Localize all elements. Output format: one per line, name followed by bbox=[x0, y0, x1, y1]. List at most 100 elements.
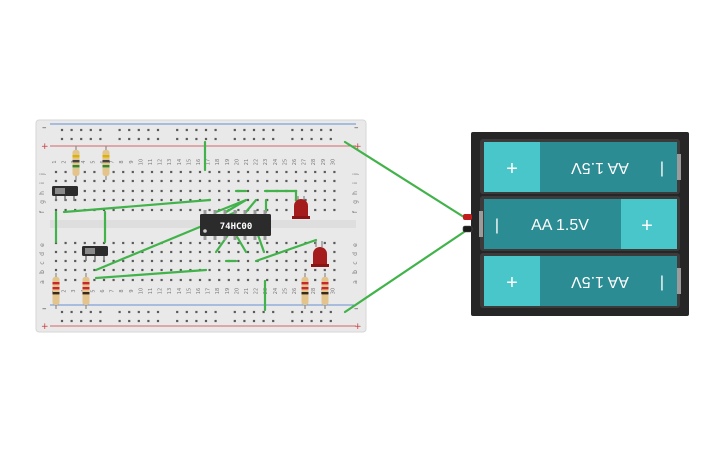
breadboard-hole[interactable] bbox=[208, 208, 211, 212]
breadboard-hole[interactable] bbox=[214, 319, 217, 323]
breadboard-hole[interactable] bbox=[333, 259, 336, 263]
breadboard-hole[interactable] bbox=[176, 128, 179, 132]
breadboard-hole[interactable] bbox=[112, 268, 115, 272]
breadboard-hole[interactable] bbox=[237, 278, 240, 282]
breadboard-hole[interactable] bbox=[170, 189, 173, 193]
breadboard-hole[interactable] bbox=[291, 137, 294, 141]
breadboard-hole[interactable] bbox=[170, 208, 173, 212]
breadboard-hole[interactable] bbox=[141, 268, 144, 272]
breadboard-hole[interactable] bbox=[314, 278, 317, 282]
led-icon[interactable] bbox=[311, 241, 329, 267]
breadboard-hole[interactable] bbox=[218, 259, 221, 263]
breadboard-hole[interactable] bbox=[74, 278, 77, 282]
breadboard-hole[interactable] bbox=[122, 250, 125, 254]
breadboard-hole[interactable] bbox=[131, 268, 134, 272]
breadboard-hole[interactable] bbox=[64, 250, 67, 254]
breadboard-hole[interactable] bbox=[60, 128, 64, 132]
breadboard-hole[interactable] bbox=[214, 137, 217, 141]
breadboard-hole[interactable] bbox=[131, 241, 134, 245]
wire[interactable] bbox=[256, 233, 266, 254]
breadboard-hole[interactable] bbox=[160, 278, 163, 282]
breadboard-hole[interactable] bbox=[294, 268, 298, 272]
breadboard-hole[interactable] bbox=[227, 268, 230, 272]
breadboard-hole[interactable] bbox=[246, 278, 250, 282]
breadboard-hole[interactable] bbox=[214, 128, 217, 132]
breadboard-hole[interactable] bbox=[320, 310, 323, 314]
breadboard-hole[interactable] bbox=[198, 170, 202, 174]
breadboard-hole[interactable] bbox=[333, 208, 336, 212]
breadboard-hole[interactable] bbox=[131, 170, 134, 174]
breadboard-hole[interactable] bbox=[147, 310, 150, 314]
breadboard-hole[interactable] bbox=[102, 241, 106, 245]
breadboard-hole[interactable] bbox=[246, 198, 250, 202]
breadboard-hole[interactable] bbox=[112, 250, 115, 254]
breadboard-hole[interactable] bbox=[156, 128, 160, 132]
breadboard-hole[interactable] bbox=[150, 241, 154, 245]
breadboard-hole[interactable] bbox=[160, 170, 163, 174]
breadboard-hole[interactable] bbox=[189, 179, 192, 183]
breadboard-hole[interactable] bbox=[160, 189, 163, 193]
breadboard-hole[interactable] bbox=[272, 137, 275, 141]
breadboard-hole[interactable] bbox=[285, 179, 288, 183]
breadboard-hole[interactable] bbox=[320, 128, 323, 132]
wire[interactable] bbox=[244, 198, 258, 214]
breadboard-hole[interactable] bbox=[60, 319, 64, 323]
breadboard-hole[interactable] bbox=[266, 259, 269, 263]
breadboard-hole[interactable] bbox=[314, 208, 317, 212]
slide-switch-icon[interactable] bbox=[82, 246, 108, 261]
breadboard-hole[interactable] bbox=[266, 250, 269, 254]
breadboard-hole[interactable] bbox=[294, 278, 298, 282]
breadboard-hole[interactable] bbox=[74, 179, 77, 183]
breadboard-hole[interactable] bbox=[237, 179, 240, 183]
breadboard-hole[interactable] bbox=[246, 170, 250, 174]
breadboard-hole[interactable] bbox=[237, 268, 240, 272]
breadboard-hole[interactable] bbox=[93, 189, 96, 193]
breadboard-hole[interactable] bbox=[141, 198, 144, 202]
breadboard-hole[interactable] bbox=[74, 198, 77, 202]
breadboard-hole[interactable] bbox=[323, 170, 326, 174]
breadboard-hole[interactable] bbox=[170, 259, 173, 263]
breadboard-hole[interactable] bbox=[64, 268, 67, 272]
breadboard-hole[interactable] bbox=[141, 208, 144, 212]
breadboard-hole[interactable] bbox=[204, 128, 208, 132]
breadboard-hole[interactable] bbox=[285, 241, 288, 245]
breadboard-hole[interactable] bbox=[122, 241, 125, 245]
breadboard-hole[interactable] bbox=[195, 128, 198, 132]
breadboard-hole[interactable] bbox=[285, 259, 288, 263]
breadboard-hole[interactable] bbox=[329, 137, 332, 141]
breadboard-hole[interactable] bbox=[83, 189, 86, 193]
breadboard-hole[interactable] bbox=[314, 241, 317, 245]
breadboard-hole[interactable] bbox=[294, 241, 298, 245]
breadboard-hole[interactable] bbox=[112, 189, 115, 193]
breadboard-hole[interactable] bbox=[246, 259, 250, 263]
breadboard-hole[interactable] bbox=[323, 268, 326, 272]
breadboard-hole[interactable] bbox=[170, 278, 173, 282]
breadboard-hole[interactable] bbox=[246, 268, 250, 272]
breadboard-hole[interactable] bbox=[294, 250, 298, 254]
breadboard-hole[interactable] bbox=[93, 268, 96, 272]
breadboard-hole[interactable] bbox=[285, 198, 288, 202]
breadboard-hole[interactable] bbox=[189, 241, 192, 245]
breadboard-hole[interactable] bbox=[208, 278, 211, 282]
breadboard-hole[interactable] bbox=[74, 259, 77, 263]
breadboard-hole[interactable] bbox=[118, 137, 121, 141]
breadboard-hole[interactable] bbox=[150, 208, 154, 212]
breadboard-hole[interactable] bbox=[60, 137, 64, 141]
breadboard-hole[interactable] bbox=[266, 278, 269, 282]
breadboard-hole[interactable] bbox=[60, 310, 64, 314]
breadboard-hole[interactable] bbox=[329, 310, 332, 314]
breadboard-hole[interactable] bbox=[218, 250, 221, 254]
breadboard-hole[interactable] bbox=[266, 198, 269, 202]
breadboard-hole[interactable] bbox=[150, 170, 154, 174]
breadboard-hole[interactable] bbox=[329, 128, 332, 132]
resistor-icon[interactable] bbox=[301, 273, 309, 309]
breadboard-hole[interactable] bbox=[80, 128, 83, 132]
breadboard-hole[interactable] bbox=[150, 259, 154, 263]
breadboard-hole[interactable] bbox=[195, 310, 198, 314]
breadboard-hole[interactable] bbox=[70, 310, 73, 314]
wire-battery-positive[interactable] bbox=[343, 140, 469, 221]
breadboard-hole[interactable] bbox=[266, 241, 269, 245]
breadboard-hole[interactable] bbox=[314, 179, 317, 183]
breadboard-hole[interactable] bbox=[198, 208, 202, 212]
resistor-icon[interactable] bbox=[321, 273, 329, 309]
